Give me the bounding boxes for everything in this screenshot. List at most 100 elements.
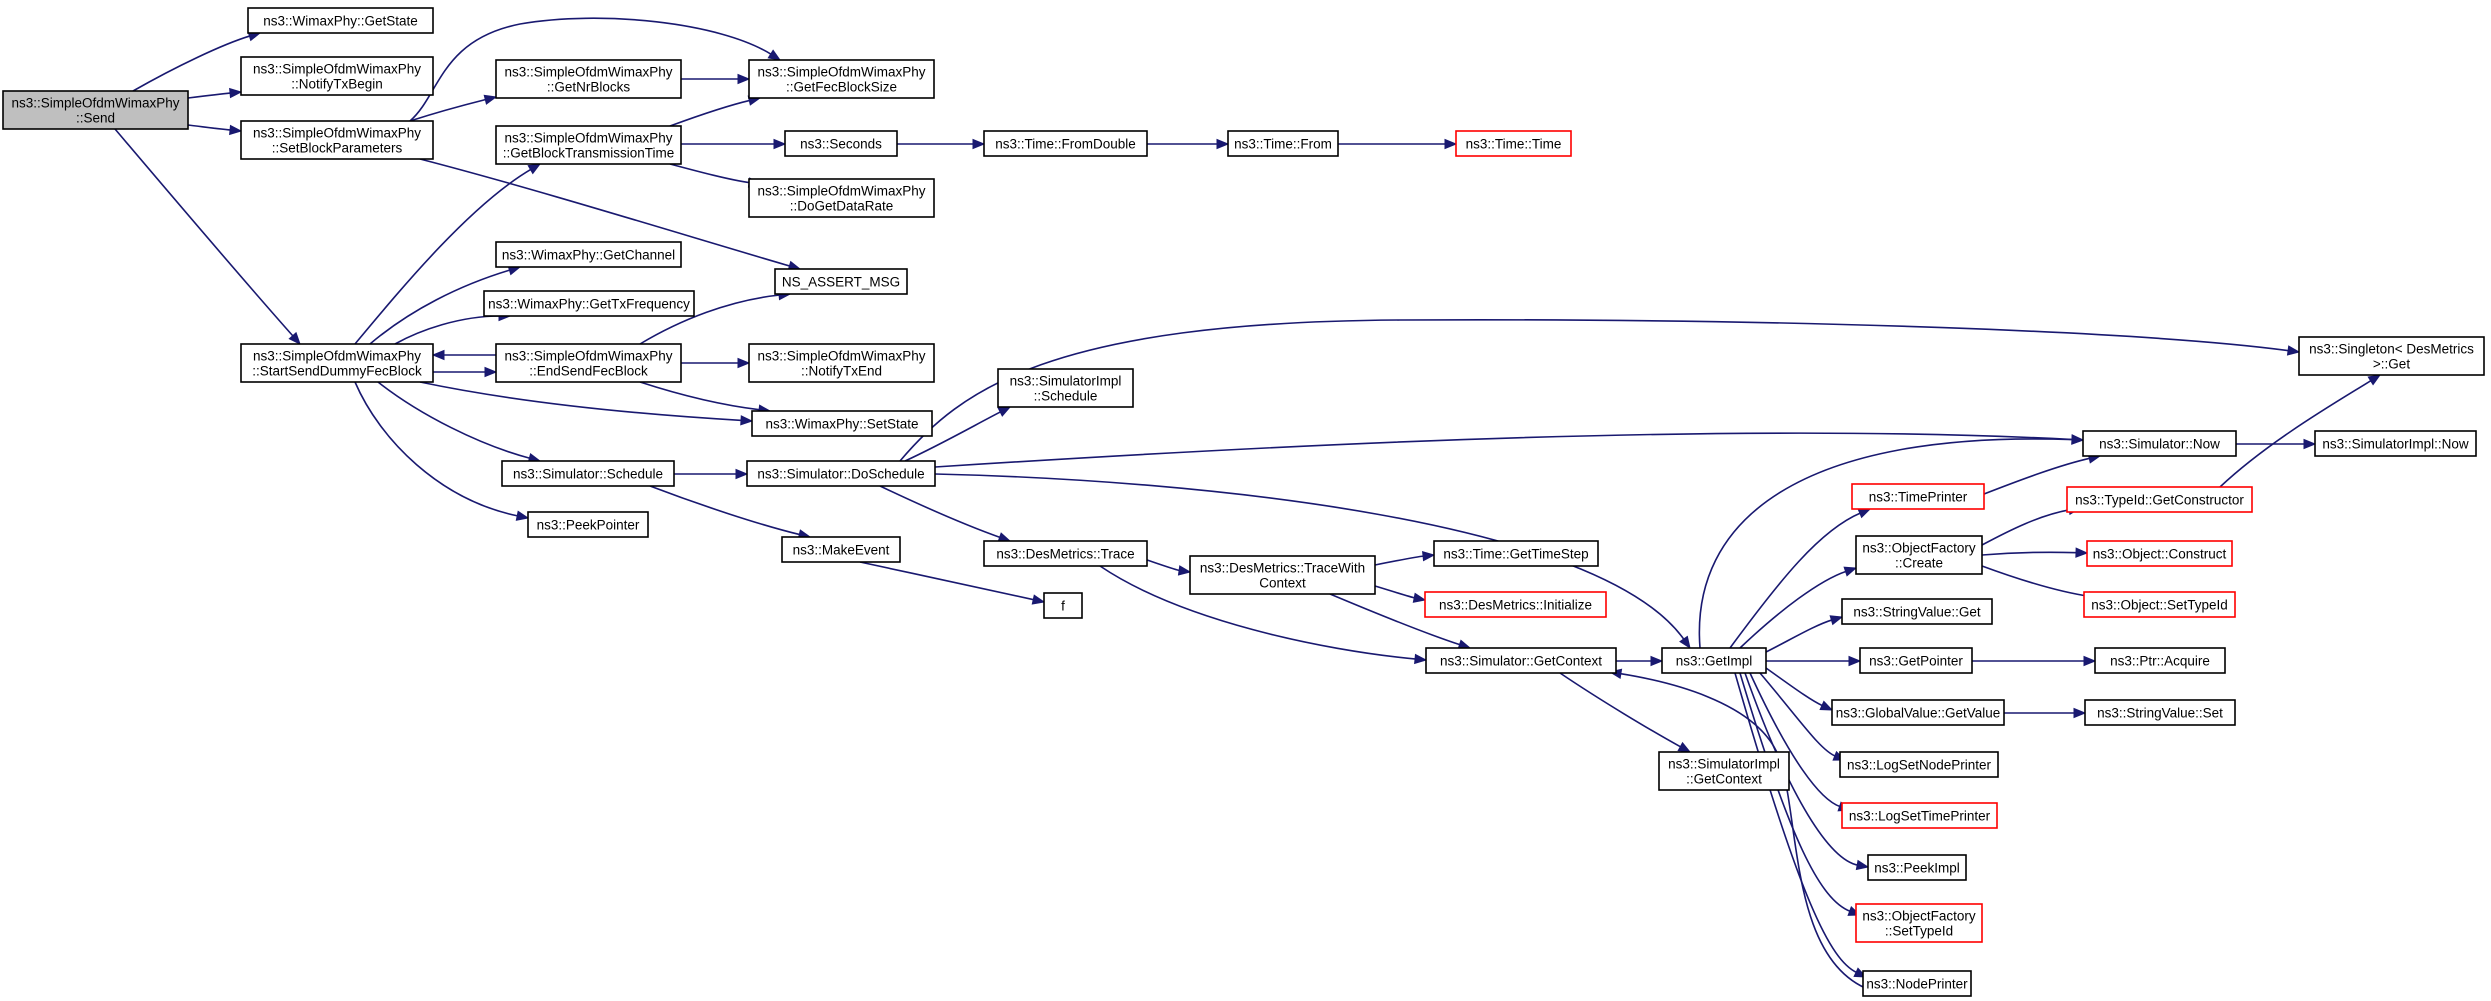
node-getimpl[interactable]: ns3::GetImpl bbox=[1661, 647, 1767, 674]
node-typeidgetctor[interactable]: ns3::TypeId::GetConstructor bbox=[2066, 486, 2253, 513]
edge-arrowhead bbox=[2075, 547, 2089, 558]
node-globalvalget[interactable]: ns3::GlobalValue::GetValue bbox=[1831, 699, 2005, 726]
node-simimplnow[interactable]: ns3::SimulatorImpl::Now bbox=[2314, 430, 2477, 457]
node-gettimestep[interactable]: ns3::Time::GetTimeStep bbox=[1433, 540, 1599, 567]
edge-arrowhead bbox=[767, 49, 782, 61]
node-box bbox=[983, 130, 1148, 157]
node-peekimpl[interactable]: ns3::PeekImpl bbox=[1867, 854, 1967, 881]
node-label: ns3::GetImpl bbox=[1676, 654, 1753, 669]
edge-line bbox=[1981, 565, 2091, 598]
node-getchannel[interactable]: ns3::WimaxPhy::GetChannel bbox=[495, 241, 682, 268]
node-send[interactable]: ns3::SimpleOfdmWimaxPhy::Send bbox=[2, 90, 189, 130]
node-box bbox=[2, 90, 189, 130]
edge-getimpl-to-strvalget bbox=[1765, 615, 1844, 653]
node-getpointer[interactable]: ns3::GetPointer bbox=[1859, 647, 1973, 674]
node-label: ns3::Simulator::GetContext bbox=[1440, 654, 1602, 669]
edge-line bbox=[1099, 565, 1417, 660]
edge-arrowhead bbox=[484, 366, 498, 378]
node-label: ns3::GetPointer bbox=[1869, 654, 1963, 669]
node-box bbox=[247, 7, 434, 34]
edge-line bbox=[1981, 551, 2078, 556]
node-box bbox=[983, 540, 1148, 567]
edge-arrowhead bbox=[735, 468, 749, 480]
edge-line bbox=[879, 485, 1001, 539]
edge-getimpl-to-timeprinter bbox=[1729, 508, 1872, 649]
node-box bbox=[1424, 591, 1607, 618]
node-label: ns3::Time::GetTimeStep bbox=[1443, 547, 1588, 562]
edge-line bbox=[639, 294, 781, 345]
node-seconds[interactable]: ns3::Seconds bbox=[784, 130, 898, 157]
node-setstate[interactable]: ns3::WimaxPhy::SetState bbox=[751, 410, 933, 437]
node-label: ns3::GlobalValue::GetValue bbox=[1836, 706, 2001, 721]
edge-setblockparams-to-getnrblocks bbox=[409, 94, 498, 122]
node-label: >::Get bbox=[2373, 357, 2410, 372]
node-simschedule[interactable]: ns3::Simulator::Schedule bbox=[501, 460, 675, 487]
edge-doschedule-to-getimpl bbox=[934, 473, 1691, 650]
node-makeevent[interactable]: ns3::MakeEvent bbox=[781, 536, 901, 563]
node-simnow[interactable]: ns3::Simulator::Now bbox=[2082, 430, 2237, 457]
edge-line bbox=[934, 473, 1685, 641]
edge-arrowhead bbox=[229, 124, 243, 136]
node-endsendfec[interactable]: ns3::SimpleOfdmWimaxPhy::EndSendFecBlock bbox=[495, 343, 682, 383]
node-startdummy[interactable]: ns3::SimpleOfdmWimaxPhy::StartSendDummyF… bbox=[240, 343, 434, 383]
node-objfactsettype[interactable]: ns3::ObjectFactory::SetTypeId bbox=[1855, 903, 1983, 943]
edge-simnow-to-simimplnow bbox=[2236, 438, 2317, 450]
node-label: ::NotifyTxBegin bbox=[291, 77, 383, 92]
node-setblockparams[interactable]: ns3::SimpleOfdmWimaxPhy::SetBlockParamet… bbox=[240, 120, 434, 160]
node-desmetricstrace[interactable]: ns3::DesMetrics::Trace bbox=[983, 540, 1148, 567]
node-label: ns3::SimpleOfdmWimaxPhy bbox=[253, 62, 421, 77]
node-getfecblocksize[interactable]: ns3::SimpleOfdmWimaxPhy::GetFecBlockSize bbox=[748, 59, 935, 99]
node-box bbox=[1227, 130, 1339, 157]
node-gettxfreq[interactable]: ns3::WimaxPhy::GetTxFrequency bbox=[483, 290, 695, 317]
node-logsetnode[interactable]: ns3::LogSetNodePrinter bbox=[1839, 751, 1999, 778]
node-getblocktx[interactable]: ns3::SimpleOfdmWimaxPhy::GetBlockTransmi… bbox=[495, 125, 682, 165]
node-timeprinter[interactable]: ns3::TimePrinter bbox=[1851, 483, 1985, 510]
edge-line bbox=[1759, 672, 1837, 758]
node-singleton[interactable]: ns3::Singleton< DesMetrics>::Get bbox=[2298, 336, 2485, 376]
edge-line bbox=[934, 432, 2074, 468]
edge-getblocktx-to-getfecblocksize bbox=[669, 95, 762, 127]
node-getstate[interactable]: ns3::WimaxPhy::GetState bbox=[247, 7, 434, 34]
node-peekpointer[interactable]: ns3::PeekPointer bbox=[527, 511, 649, 538]
node-label: ::SetTypeId bbox=[1885, 924, 1953, 939]
node-label: ns3::SimpleOfdmWimaxPhy bbox=[11, 96, 179, 111]
node-timefrom[interactable]: ns3::Time::From bbox=[1227, 130, 1339, 157]
node-box bbox=[2084, 699, 2236, 726]
node-timetime[interactable]: ns3::Time::Time bbox=[1455, 130, 1572, 157]
node-label: ::DoGetDataRate bbox=[790, 199, 894, 214]
node-fromdouble[interactable]: ns3::Time::FromDouble bbox=[983, 130, 1148, 157]
node-desinit[interactable]: ns3::DesMetrics::Initialize bbox=[1424, 591, 1607, 618]
node-simimplschedule[interactable]: ns3::SimulatorImpl::Schedule bbox=[997, 368, 1134, 408]
node-objfactcreate[interactable]: ns3::ObjectFactory::Create bbox=[1855, 535, 1983, 575]
node-objsettype[interactable]: ns3::Object::SetTypeId bbox=[2083, 591, 2236, 618]
node-label: ns3::DesMetrics::Initialize bbox=[1439, 598, 1592, 613]
node-objconstruct[interactable]: ns3::Object::Construct bbox=[2086, 540, 2233, 567]
node-logsettime[interactable]: ns3::LogSetTimePrinter bbox=[1841, 802, 1998, 829]
node-nodeprinter[interactable]: ns3::NodePrinter bbox=[1862, 970, 1972, 997]
node-notifytxend[interactable]: ns3::SimpleOfdmWimaxPhy::NotifyTxEnd bbox=[748, 343, 935, 383]
edge-line bbox=[1739, 570, 1847, 649]
node-ptracquire[interactable]: ns3::Ptr::Acquire bbox=[2094, 647, 2226, 674]
node-nsassert[interactable]: NS_ASSERT_MSG bbox=[774, 268, 908, 295]
edge-arrowhead bbox=[1857, 508, 1872, 519]
node-simimplgetctx[interactable]: ns3::SimulatorImpl::GetContext bbox=[1658, 751, 1790, 791]
node-getcontext[interactable]: ns3::Simulator::GetContext bbox=[1425, 647, 1617, 674]
node-strvalset[interactable]: ns3::StringValue::Set bbox=[2084, 699, 2236, 726]
node-label: ns3::WimaxPhy::GetChannel bbox=[502, 248, 675, 263]
edge-arrowhead bbox=[737, 73, 751, 85]
edge-tracewithctx-to-gettimestep bbox=[1374, 550, 1436, 566]
node-strvalget[interactable]: ns3::StringValue::Get bbox=[1841, 598, 1993, 625]
node-label: Context bbox=[1259, 576, 1306, 591]
edge-getblocktx-to-dogetdatarate bbox=[669, 163, 762, 188]
node-doschedule[interactable]: ns3::Simulator::DoSchedule bbox=[746, 460, 936, 487]
node-notifytxbegin[interactable]: ns3::SimpleOfdmWimaxPhy::NotifyTxBegin bbox=[240, 56, 434, 96]
edge-arrowhead bbox=[2367, 374, 2382, 386]
edge-getcontext-to-getimpl bbox=[1616, 655, 1664, 667]
node-box bbox=[1189, 555, 1376, 595]
node-f[interactable]: f bbox=[1043, 592, 1083, 619]
node-dogetdatarate[interactable]: ns3::SimpleOfdmWimaxPhy::DoGetDataRate bbox=[748, 178, 935, 218]
edge-arrowhead bbox=[1422, 550, 1436, 562]
node-label: ns3::LogSetNodePrinter bbox=[1847, 758, 1992, 773]
node-getnrblocks[interactable]: ns3::SimpleOfdmWimaxPhy::GetNrBlocks bbox=[495, 59, 682, 99]
